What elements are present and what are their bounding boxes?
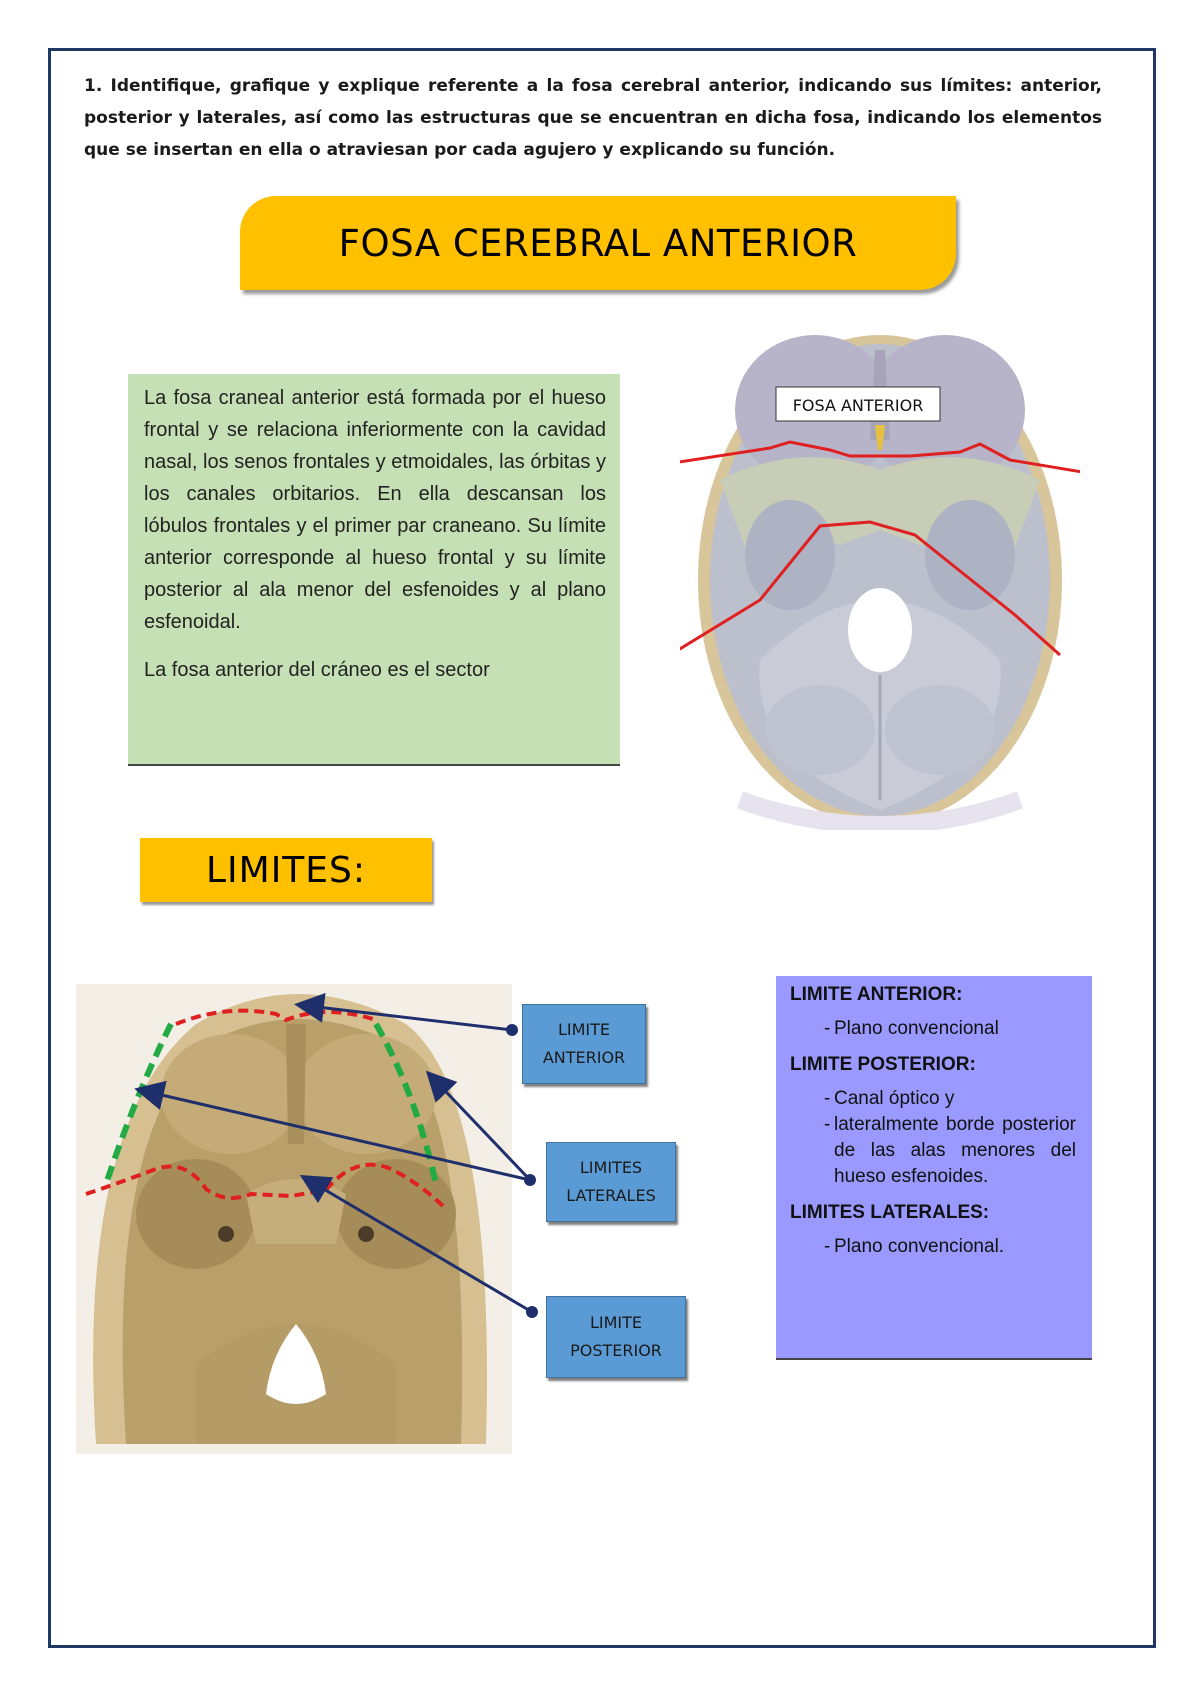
callout-posterior-line1: LIMITE xyxy=(589,1313,643,1332)
question-text: 1. Identifique, grafique y explique refe… xyxy=(84,76,1102,160)
limites-heading: LIMITES: xyxy=(205,849,367,891)
callout-anterior-line2: ANTERIOR xyxy=(542,1048,626,1067)
callout-laterales-line1: LIMITES xyxy=(579,1158,643,1177)
limites-banner: LIMITES: xyxy=(140,838,432,902)
page-title: FOSA CEREBRAL ANTERIOR xyxy=(338,221,858,265)
limite-anterior-title: LIMITE ANTERIOR: xyxy=(790,984,963,1005)
callout-laterales-line2: LATERALES xyxy=(566,1186,656,1205)
callout-anterior-line1: LIMITE xyxy=(557,1020,611,1039)
list-item: Canal óptico y xyxy=(790,1086,1076,1112)
skull-limits-illustration xyxy=(76,984,512,1454)
callout-posterior-line2: POSTERIOR xyxy=(570,1341,662,1360)
callout-limite-posterior: LIMITE POSTERIOR xyxy=(546,1296,686,1378)
list-item: lateralmente borde posterior de las alas… xyxy=(790,1112,1076,1190)
limite-posterior-title: LIMITE POSTERIOR: xyxy=(790,1054,976,1075)
callout-limite-anterior: LIMITE ANTERIOR xyxy=(522,1004,646,1084)
page-frame xyxy=(48,48,1156,1648)
skull-base-illustration: FOSA ANTERIOR xyxy=(680,335,1080,830)
fosa-anterior-label: FOSA ANTERIOR xyxy=(793,396,924,415)
limites-laterales-title: LIMITES LATERALES: xyxy=(790,1202,990,1223)
callout-limites-laterales: LIMITES LATERALES xyxy=(546,1142,676,1222)
limites-laterales-list: Plano convencional. xyxy=(790,1234,1076,1260)
list-item: Plano convencional. xyxy=(790,1234,1076,1260)
intro-box: La fosa craneal anterior está formada po… xyxy=(128,374,620,766)
title-banner: FOSA CEREBRAL ANTERIOR xyxy=(240,196,956,290)
limite-posterior-list: Canal óptico y lateralmente borde poster… xyxy=(790,1086,1076,1190)
limits-summary-box: LIMITE ANTERIOR: Plano convencional LIMI… xyxy=(776,976,1092,1360)
limite-anterior-list: Plano convencional xyxy=(790,1016,1076,1042)
intro-paragraph-1: La fosa craneal anterior está formada po… xyxy=(144,387,606,633)
list-item: Plano convencional xyxy=(790,1016,1076,1042)
intro-paragraph-2: La fosa anterior del cráneo es el sector xyxy=(144,659,490,681)
